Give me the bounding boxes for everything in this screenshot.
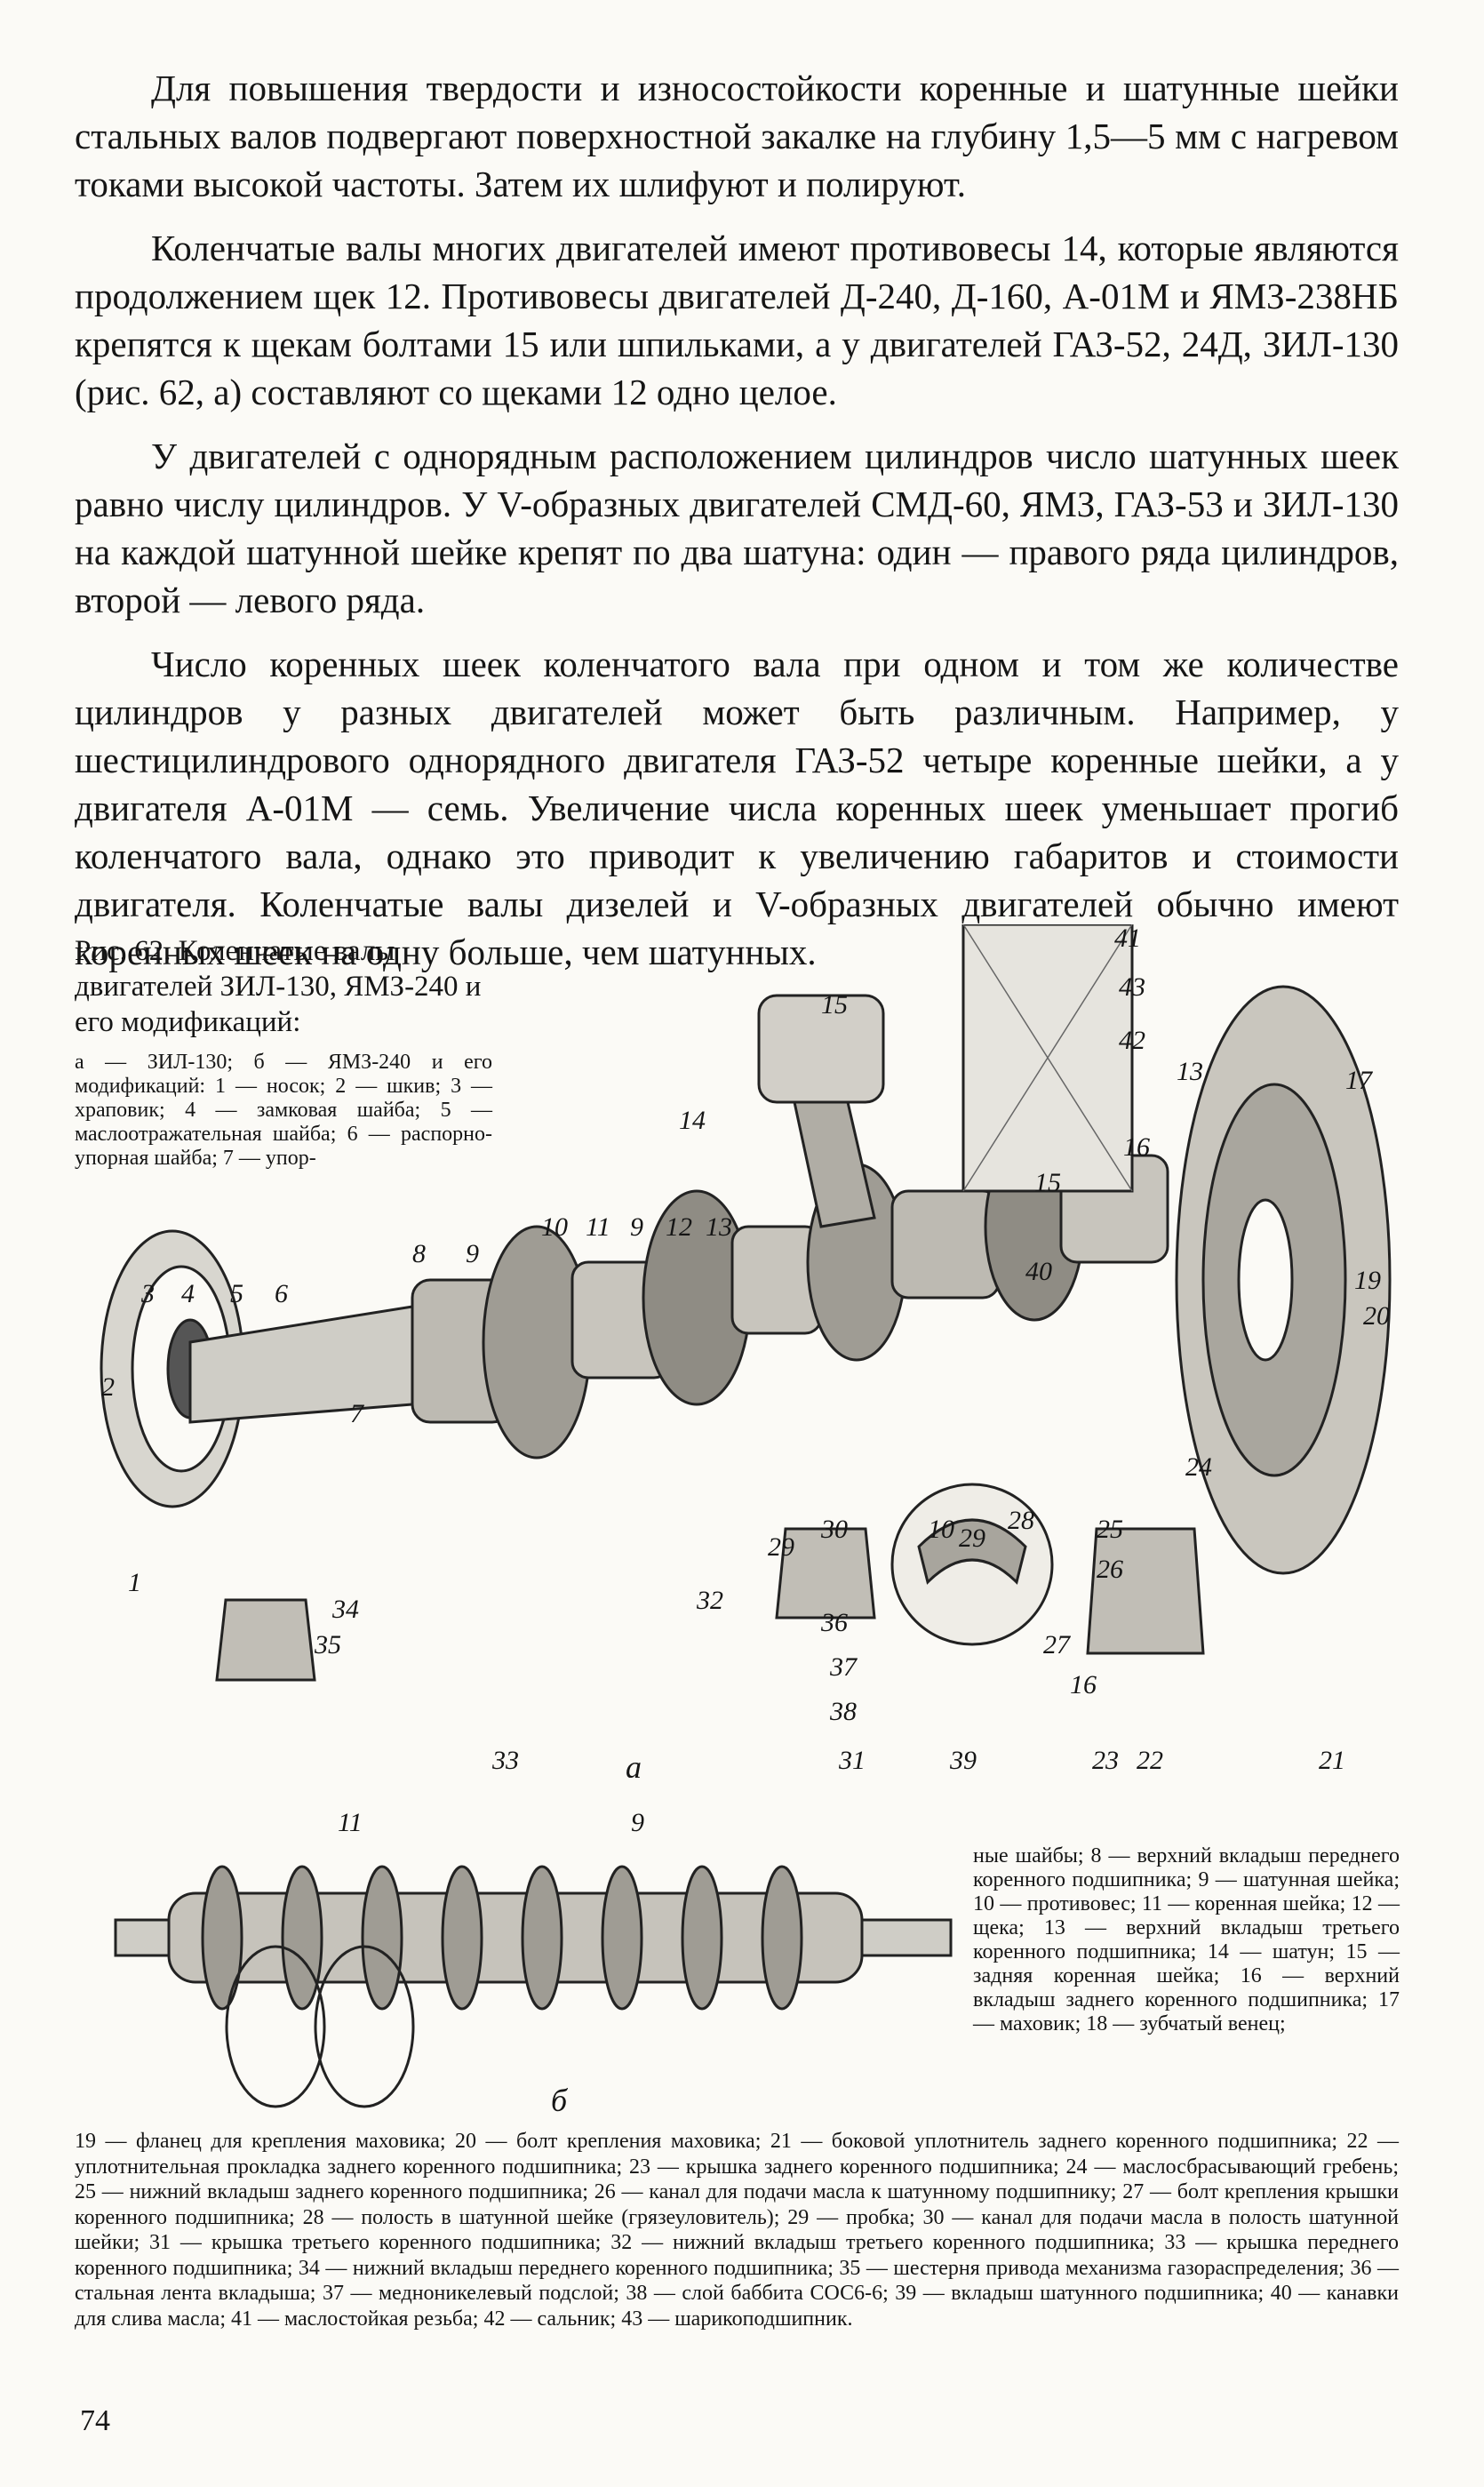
callout: 25 (1097, 1515, 1123, 1544)
callout: 21 (1319, 1746, 1345, 1775)
figure-a-callouts: 2 1 3 4 5 6 7 8 9 10 11 9 12 13 14 15 41… (101, 924, 1390, 1778)
paragraph-1: Для повышения твердости и износостойкост… (75, 68, 1399, 204)
callout: 29 (959, 1523, 985, 1553)
callout: 32 (696, 1586, 723, 1615)
paragraph-2: Коленчатые валы многих двигателей имеют … (75, 228, 1399, 412)
callout: 34 (331, 1595, 359, 1624)
callout: 16 (1070, 1670, 1097, 1699)
callout: 10 (928, 1515, 954, 1544)
callout: 28 (1008, 1506, 1034, 1535)
callout: 24 (1185, 1452, 1212, 1482)
callout: 17 (1345, 1066, 1374, 1095)
callout: 13 (706, 1212, 732, 1242)
callout: 30 (820, 1515, 848, 1544)
callout: 6 (275, 1279, 288, 1308)
crankshaft-illustration-b: 11 9 б (114, 1808, 953, 2118)
callout: 8 (412, 1239, 426, 1268)
callout: 12 (666, 1212, 692, 1242)
page-number: 74 (80, 2404, 110, 2437)
callout: 9 (631, 1808, 644, 1837)
callout: 33 (491, 1746, 519, 1775)
paragraph-4: Число коренных шеек коленчатого вала при… (75, 644, 1399, 972)
callout: 27 (1043, 1630, 1072, 1659)
figure-a-label: а (626, 1749, 642, 1778)
callout: 13 (1177, 1057, 1203, 1086)
callout: 26 (1097, 1555, 1123, 1584)
callout: 15 (1034, 1168, 1061, 1197)
figure-legend-start: а — ЗИЛ-130; б — ЯМЗ-240 и его модификац… (75, 1051, 492, 1170)
callout: 3 (140, 1279, 155, 1308)
callout: 35 (314, 1630, 341, 1659)
callout: 39 (949, 1746, 977, 1775)
callout: 16 (1123, 1132, 1150, 1162)
callout: 5 (230, 1279, 243, 1308)
callout: 23 (1092, 1746, 1119, 1775)
figure-title: Рис. 62. Коленчатые валы двигателей ЗИЛ-… (75, 935, 482, 1038)
figure-legend-right: ные шайбы; 8 — верхний вкладыш переднего… (973, 1844, 1400, 2035)
figure-legend-bottom: 19 — фланец для крепления маховика; 20 —… (75, 2130, 1399, 2331)
callout: 4 (181, 1279, 195, 1308)
main-text: Для повышения твердости и износостойкост… (75, 64, 1399, 992)
callout: 37 (829, 1652, 858, 1682)
callout: 11 (586, 1212, 610, 1242)
callout: 20 (1363, 1301, 1390, 1331)
figure-b-label: б (551, 2083, 569, 2118)
crankshaft-illustration-a: 2 1 3 4 5 6 7 8 9 10 11 9 12 13 14 15 41… (100, 924, 1392, 1778)
paragraph-3: У двигателей с однорядным расположением … (75, 436, 1399, 620)
callout: 41 (1114, 924, 1141, 953)
callout: 38 (829, 1697, 857, 1726)
callout: 43 (1119, 972, 1145, 1002)
callout: 31 (838, 1746, 866, 1775)
callout: 2 (101, 1372, 115, 1402)
callout: 1 (128, 1568, 141, 1597)
callout: 7 (350, 1399, 365, 1428)
callout: 10 (541, 1212, 568, 1242)
callout: 9 (466, 1239, 479, 1268)
callout: 9 (630, 1212, 643, 1242)
callout: 14 (679, 1106, 706, 1135)
callout: 15 (821, 990, 848, 1020)
callout: 29 (768, 1532, 794, 1562)
callout: 11 (338, 1808, 363, 1837)
callout: 22 (1137, 1746, 1163, 1775)
callout: 19 (1354, 1266, 1381, 1295)
callout: 42 (1119, 1026, 1145, 1055)
figure-caption: Рис. 62. Коленчатые валы двигателей ЗИЛ-… (75, 933, 492, 1171)
callout: 40 (1025, 1257, 1052, 1286)
callout: 36 (820, 1608, 848, 1637)
